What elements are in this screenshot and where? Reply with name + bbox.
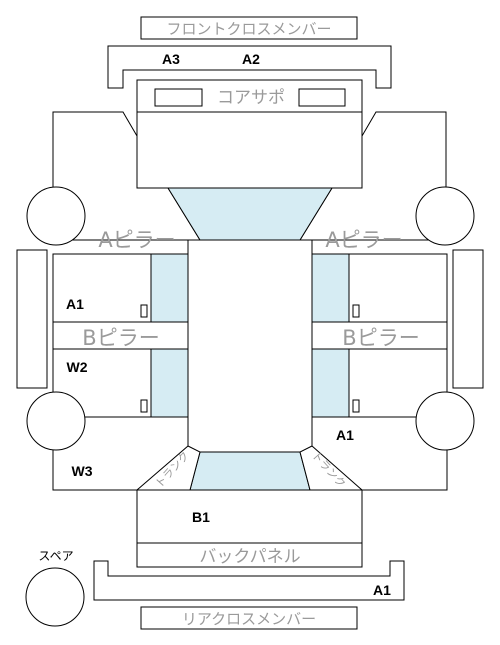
front-window-left[interactable] [150, 253, 189, 323]
a-pillar-right-label: Aピラー [325, 228, 402, 252]
b-pillar-left-label: Bピラー [82, 326, 159, 350]
front-window-right[interactable] [311, 253, 350, 323]
rear-bumper-bracket[interactable] [93, 560, 405, 601]
back-panel-label: バックパネル [199, 547, 300, 567]
side-skirt-left[interactable] [16, 249, 48, 389]
front-left-door-handle [140, 304, 148, 318]
hood[interactable] [136, 111, 363, 189]
rear-cross-member-label: リアクロスメンバー [182, 610, 316, 628]
code-a1-right: A1 [336, 427, 354, 443]
rear-right-door-handle [352, 399, 360, 413]
front-bumper-bracket[interactable] [107, 45, 392, 89]
rear-left-door-handle [140, 399, 148, 413]
spare-tire[interactable] [25, 567, 85, 627]
code-a1-rear: A1 [373, 582, 391, 598]
front-right-door-handle [352, 304, 360, 318]
headlight-right[interactable] [298, 88, 346, 107]
trunk-lid[interactable] [136, 489, 363, 544]
headlight-left[interactable] [154, 88, 203, 107]
front-cross-member-box[interactable] [140, 16, 358, 40]
a-pillar-left-label: Aピラー [98, 228, 175, 252]
b-pillar-right[interactable] [311, 321, 448, 350]
core-support-label: コアサポ [217, 88, 285, 108]
front-right-wheel[interactable] [415, 186, 475, 246]
spare-label: スペア [38, 549, 73, 563]
front-cross-member-label: フロントクロスメンバー [166, 20, 331, 38]
roof[interactable] [187, 239, 313, 453]
front-fender-left[interactable] [52, 111, 201, 241]
code-a2: A2 [242, 51, 260, 67]
rear-window[interactable] [189, 451, 311, 491]
rear-window-left[interactable] [150, 348, 189, 418]
code-w3: W3 [72, 463, 93, 479]
code-b1: B1 [192, 509, 210, 525]
front-fender-right[interactable] [299, 111, 447, 241]
rear-window-right[interactable] [311, 348, 350, 418]
code-a3: A3 [162, 51, 180, 67]
front-left-wheel[interactable] [26, 186, 86, 246]
code-w2: W2 [67, 359, 88, 375]
side-skirt-right[interactable] [452, 249, 484, 389]
rear-left-wheel[interactable] [26, 391, 86, 451]
rear-cross-member-box[interactable] [140, 606, 358, 630]
rear-right-wheel[interactable] [415, 391, 475, 451]
b-pillar-right-label: Bピラー [342, 326, 419, 350]
back-panel[interactable] [136, 542, 363, 568]
code-a1-left: A1 [66, 296, 84, 312]
b-pillar-left[interactable] [52, 321, 189, 350]
